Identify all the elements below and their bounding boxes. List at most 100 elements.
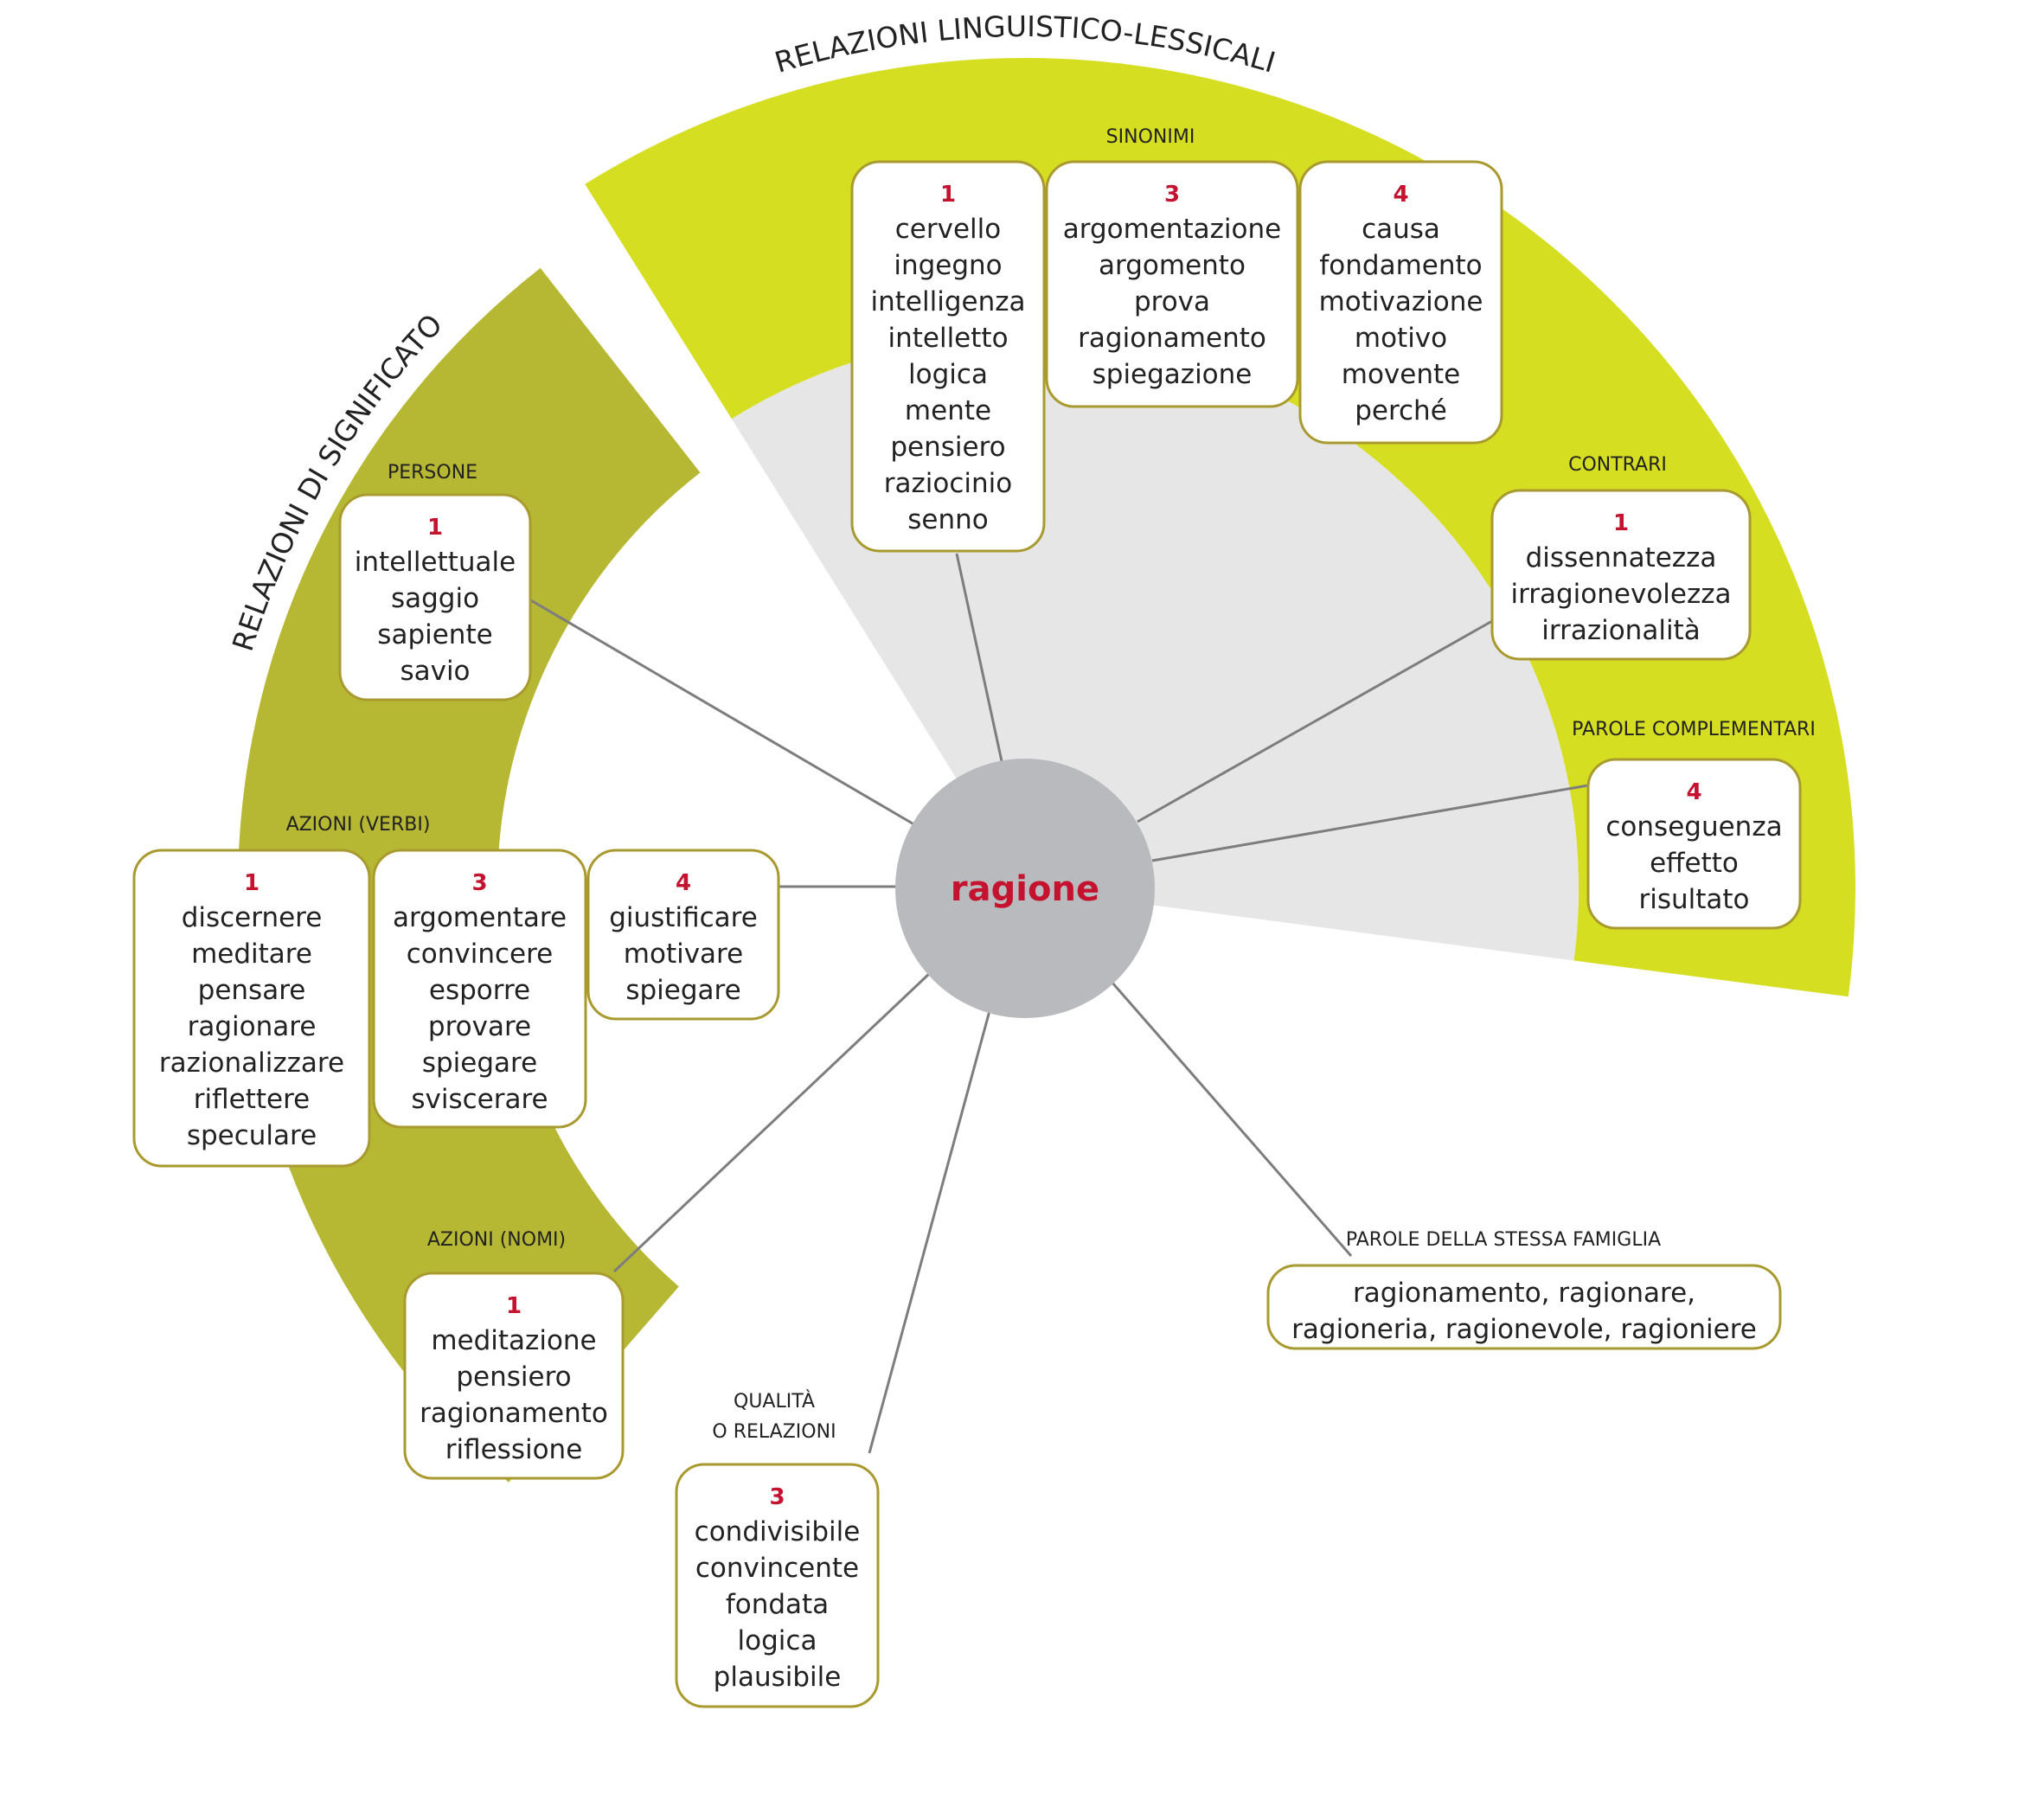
word-box-term: riflettere [194, 1084, 310, 1115]
word-box-term: pensiero [456, 1361, 571, 1393]
word-box-verb3: 3 argomentare convincere esporre provare spie… [372, 849, 587, 1129]
word-box-number: 1 [940, 182, 956, 208]
word-box-term: plausibile [714, 1662, 842, 1693]
word-box-term: riflessione [445, 1434, 583, 1465]
word-box-nom1: 1 meditazione pensiero ragionamento riflessi… [403, 1272, 625, 1480]
connector-persone-1 [529, 598, 918, 828]
word-box-term: convincere [407, 939, 554, 970]
word-box-term: ragionamento, ragionare, [1353, 1278, 1695, 1309]
word-box-term: conseguenza [1605, 811, 1782, 842]
word-box-term: ingegno [894, 250, 1002, 281]
connector-famiglia [1110, 981, 1353, 1257]
word-box-term: razionalizzare [159, 1047, 344, 1079]
word-box-term: perché [1355, 395, 1447, 426]
word-box-number: 1 [244, 870, 260, 896]
word-box-number: 4 [676, 870, 691, 896]
word-box-sin3: 3argomentazioneargomentoprovaragionament… [1045, 160, 1299, 408]
word-box-term: esporre [429, 975, 530, 1006]
connector-sinonimi-1 [955, 553, 1003, 762]
word-box-term: convincente [695, 1553, 859, 1584]
section-label-famiglia: PAROLE DELLA STESSA FAMIGLIA [1346, 1229, 1661, 1251]
word-box-term: senno [907, 504, 988, 535]
word-box-number: 1 [506, 1293, 522, 1319]
word-box-frame [675, 1463, 880, 1708]
word-box-term: spiegazione [1092, 359, 1253, 390]
word-box-term: argomentazione [1063, 214, 1281, 245]
section-label-sinonimi: SINONIMI [1106, 126, 1195, 148]
word-box-term: movente [1342, 359, 1460, 390]
word-box-term: spiegare [422, 1047, 537, 1079]
word-box-term: mente [905, 395, 991, 426]
word-box-term: ragionamento [420, 1398, 608, 1429]
connector-nomi-1 [612, 971, 932, 1273]
word-boxes: 1 cervello ingegno intelligenza intelletto lo… [132, 160, 1802, 1708]
word-box-term: provare [428, 1011, 531, 1042]
section-label-azioni-nomi: AZIONI (NOMI) [427, 1229, 566, 1251]
word-box-term: ragioneria, ragionevole, ragioniere [1291, 1314, 1757, 1345]
center-node [895, 759, 1155, 1018]
word-box-qual3: 3 condivisibile convincente fondata logica pl… [675, 1463, 880, 1708]
connector-contrari-1 [1137, 619, 1493, 823]
word-box-term: ragionare [188, 1011, 317, 1042]
word-box-term: prova [1134, 286, 1210, 317]
section-label-azioni-verbi: AZIONI (VERBI) [286, 814, 431, 836]
word-box-frame [1298, 160, 1503, 445]
word-box-term: logica [908, 359, 988, 390]
connector-qualita-3 [868, 1007, 992, 1454]
word-box-number: 4 [1686, 779, 1701, 805]
connector-complementari-4 [1151, 784, 1589, 862]
word-box-term: discernere [182, 902, 323, 933]
word-box-number: 3 [1164, 182, 1180, 208]
word-box-term: irragionevolezza [1510, 579, 1731, 610]
section-label-complementari: PAROLE COMPLEMENTARI [1572, 719, 1816, 740]
word-box-fam: ragionamento, ragionare, ragioneria, ragi… [1266, 1264, 1782, 1350]
word-box-term: fondata [726, 1589, 829, 1620]
word-box-term: risultato [1638, 884, 1749, 915]
section-label-contrari: CONTRARI [1568, 454, 1667, 476]
word-box-comp4: 4 conseguenza effetto risultato [1586, 758, 1802, 930]
word-box-term: motivare [624, 939, 743, 970]
word-box-term: condivisibile [695, 1516, 861, 1547]
word-box-term: pensiero [890, 432, 1005, 463]
word-box-frame [850, 160, 1046, 553]
word-box-term: irrazionalità [1541, 615, 1700, 646]
word-box-term: giustificare [609, 902, 758, 933]
word-box-term: motivazione [1319, 286, 1483, 317]
word-box-number: 4 [1393, 182, 1408, 208]
word-box-term: sapiente [377, 619, 492, 650]
center-term-label: ragione [951, 869, 1099, 909]
word-box-con1: 1dissennatezzairragionevolezzairrazional… [1490, 489, 1752, 661]
section-label-qualita-line1: QUALITÀ [734, 1390, 815, 1413]
word-box-number: 3 [471, 870, 487, 896]
word-box-term: spiegare [625, 975, 740, 1006]
section-label-qualita-line2: O RELAZIONI [712, 1421, 836, 1443]
word-box-term: pensare [198, 975, 306, 1006]
word-box-term: motivo [1355, 323, 1447, 354]
word-box-term: saggio [391, 583, 479, 614]
word-box-term: argomento [1099, 250, 1246, 281]
word-box-term: meditazione [431, 1325, 596, 1356]
word-box-per1: 1 intellettuale saggio sapiente savio [338, 493, 532, 701]
word-box-frame [1045, 160, 1299, 408]
connector-lines [529, 553, 1589, 1454]
word-box-frame [372, 849, 587, 1129]
word-box-term: cervello [895, 214, 1001, 245]
word-box-verb4: 4 giustificare motivare spiegare [586, 849, 780, 1021]
word-box-verb1: 1discerneremeditarepensareragionarerazio… [132, 849, 371, 1168]
word-box-number: 1 [427, 515, 443, 541]
word-box-frame [132, 849, 371, 1168]
word-box-number: 3 [769, 1484, 785, 1510]
word-box-term: intelletto [887, 323, 1008, 354]
word-box-frame [403, 1272, 625, 1480]
word-box-term: intelligenza [871, 286, 1026, 317]
word-box-term: argomentare [393, 902, 567, 933]
word-box-term: intellettuale [355, 547, 516, 578]
word-box-term: sviscerare [411, 1084, 548, 1115]
word-box-frame [586, 849, 780, 1021]
word-box-term: logica [738, 1625, 817, 1656]
word-box-frame [1586, 758, 1802, 930]
word-box-term: effetto [1650, 848, 1739, 879]
word-box-term: savio [400, 656, 470, 687]
